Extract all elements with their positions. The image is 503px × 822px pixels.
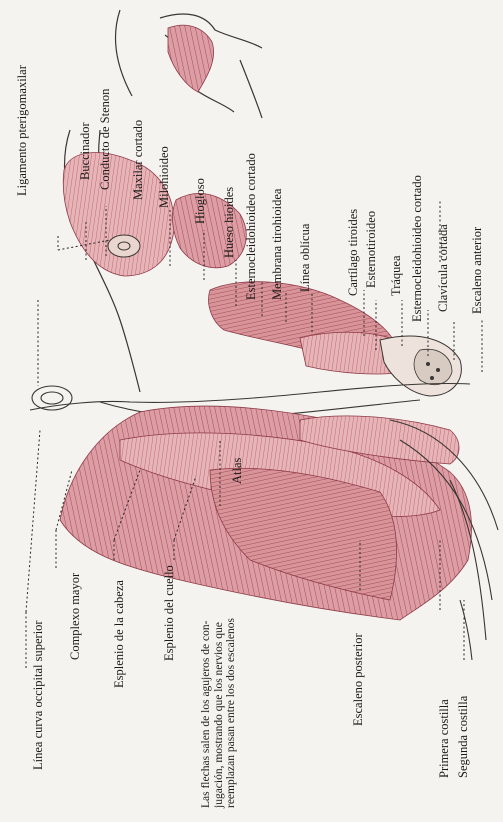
label-esternocleidohioideo: Esternocleidohioideo cortado xyxy=(244,153,258,300)
label-clavicula: Clavícula cortada xyxy=(436,224,450,312)
label-note-flechas: Las flechas salen de los agujeros de con… xyxy=(200,618,238,808)
label-atlas: Atlas xyxy=(230,458,244,484)
label-hiogloso: Hiogloso xyxy=(193,178,207,224)
label-linea-oblicua: Línea oblícua xyxy=(298,224,312,292)
label-linea-curva: Línea curva occipital superior xyxy=(31,620,45,770)
label-milohioideo: Milohioideo xyxy=(157,146,171,208)
note-line-2: jugación, mostrando que los nervios que xyxy=(213,618,226,808)
label-ligamento: Ligamento pterigomaxilar xyxy=(15,65,29,196)
label-cartilago: Cartílago tiroides xyxy=(346,209,360,296)
note-line-1: Las flechas salen de los agujeros de con… xyxy=(200,618,213,808)
label-esplenio-cuello: Esplenio del cuello xyxy=(162,565,176,661)
label-buccinador: Buccinador xyxy=(78,122,92,180)
label-maxilar: Maxilar cortado xyxy=(131,120,145,200)
label-esternotiroideo: Esternotiroideo xyxy=(364,211,378,288)
label-complexo-mayor: Complexo mayor xyxy=(68,573,82,660)
note-line-3: reemplazan pasan entre los dos escalenos xyxy=(225,618,238,808)
label-escaleno-posterior: Escaleno posterior xyxy=(351,633,365,726)
label-conducto: Conducto de Stenon xyxy=(98,89,112,190)
label-esternocleidohioideo-2: Esternocleidohioideo cortado xyxy=(410,175,424,322)
label-esplenio-cabeza: Esplenio de la cabeza xyxy=(112,580,126,688)
label-membrana: Membrana tirohioidea xyxy=(270,189,284,300)
label-traquea: Tráquea xyxy=(389,255,403,296)
label-segunda-costilla: Segunda costilla xyxy=(456,696,470,778)
label-escaleno-anterior: Escaleno anterior xyxy=(470,227,484,314)
label-hueso-hioides: Hueso hioides xyxy=(222,187,236,258)
label-primera-costilla: Primera costilla xyxy=(437,699,451,778)
